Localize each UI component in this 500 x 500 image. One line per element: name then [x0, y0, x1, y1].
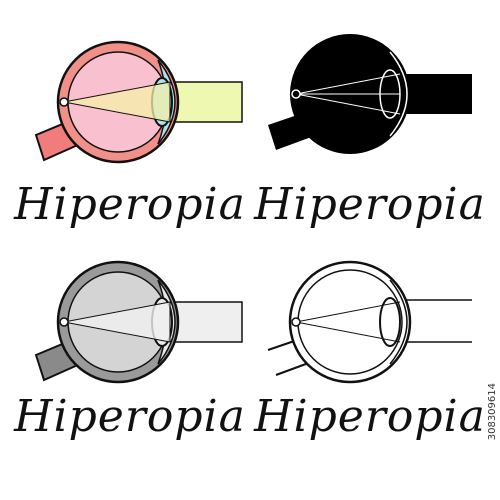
focal-point: [291, 89, 301, 99]
focus-cone: [295, 73, 401, 115]
focus-cone: [63, 81, 171, 123]
caption: Hiperopia: [14, 179, 246, 230]
focal-point: [59, 317, 69, 327]
cornea: [389, 51, 408, 137]
eyeball-sclera: [288, 260, 412, 384]
stock-id: 308309614: [487, 382, 498, 440]
lens: [379, 297, 401, 347]
panel-silhouette: Hiperopia: [250, 20, 490, 260]
eye-diagram-silhouette: [268, 34, 472, 154]
caption: Hiperopia: [14, 391, 246, 442]
panel-grayscale: Hiperopia: [10, 260, 250, 500]
eye-diagram-outline: [267, 260, 472, 384]
eye-diagram-colored: [34, 40, 243, 164]
cornea: [389, 279, 408, 365]
panel-colored: Hiperopia: [10, 20, 250, 260]
focal-point: [291, 317, 301, 327]
focus-cone: [295, 301, 401, 343]
caption: Hiperopia: [254, 179, 486, 230]
caption: Hiperopia: [254, 391, 486, 442]
focus-cone: [63, 301, 171, 343]
eye-diagram-grayscale: [34, 260, 243, 384]
panel-outline: Hiperopia: [250, 260, 490, 500]
focal-point: [59, 97, 69, 107]
